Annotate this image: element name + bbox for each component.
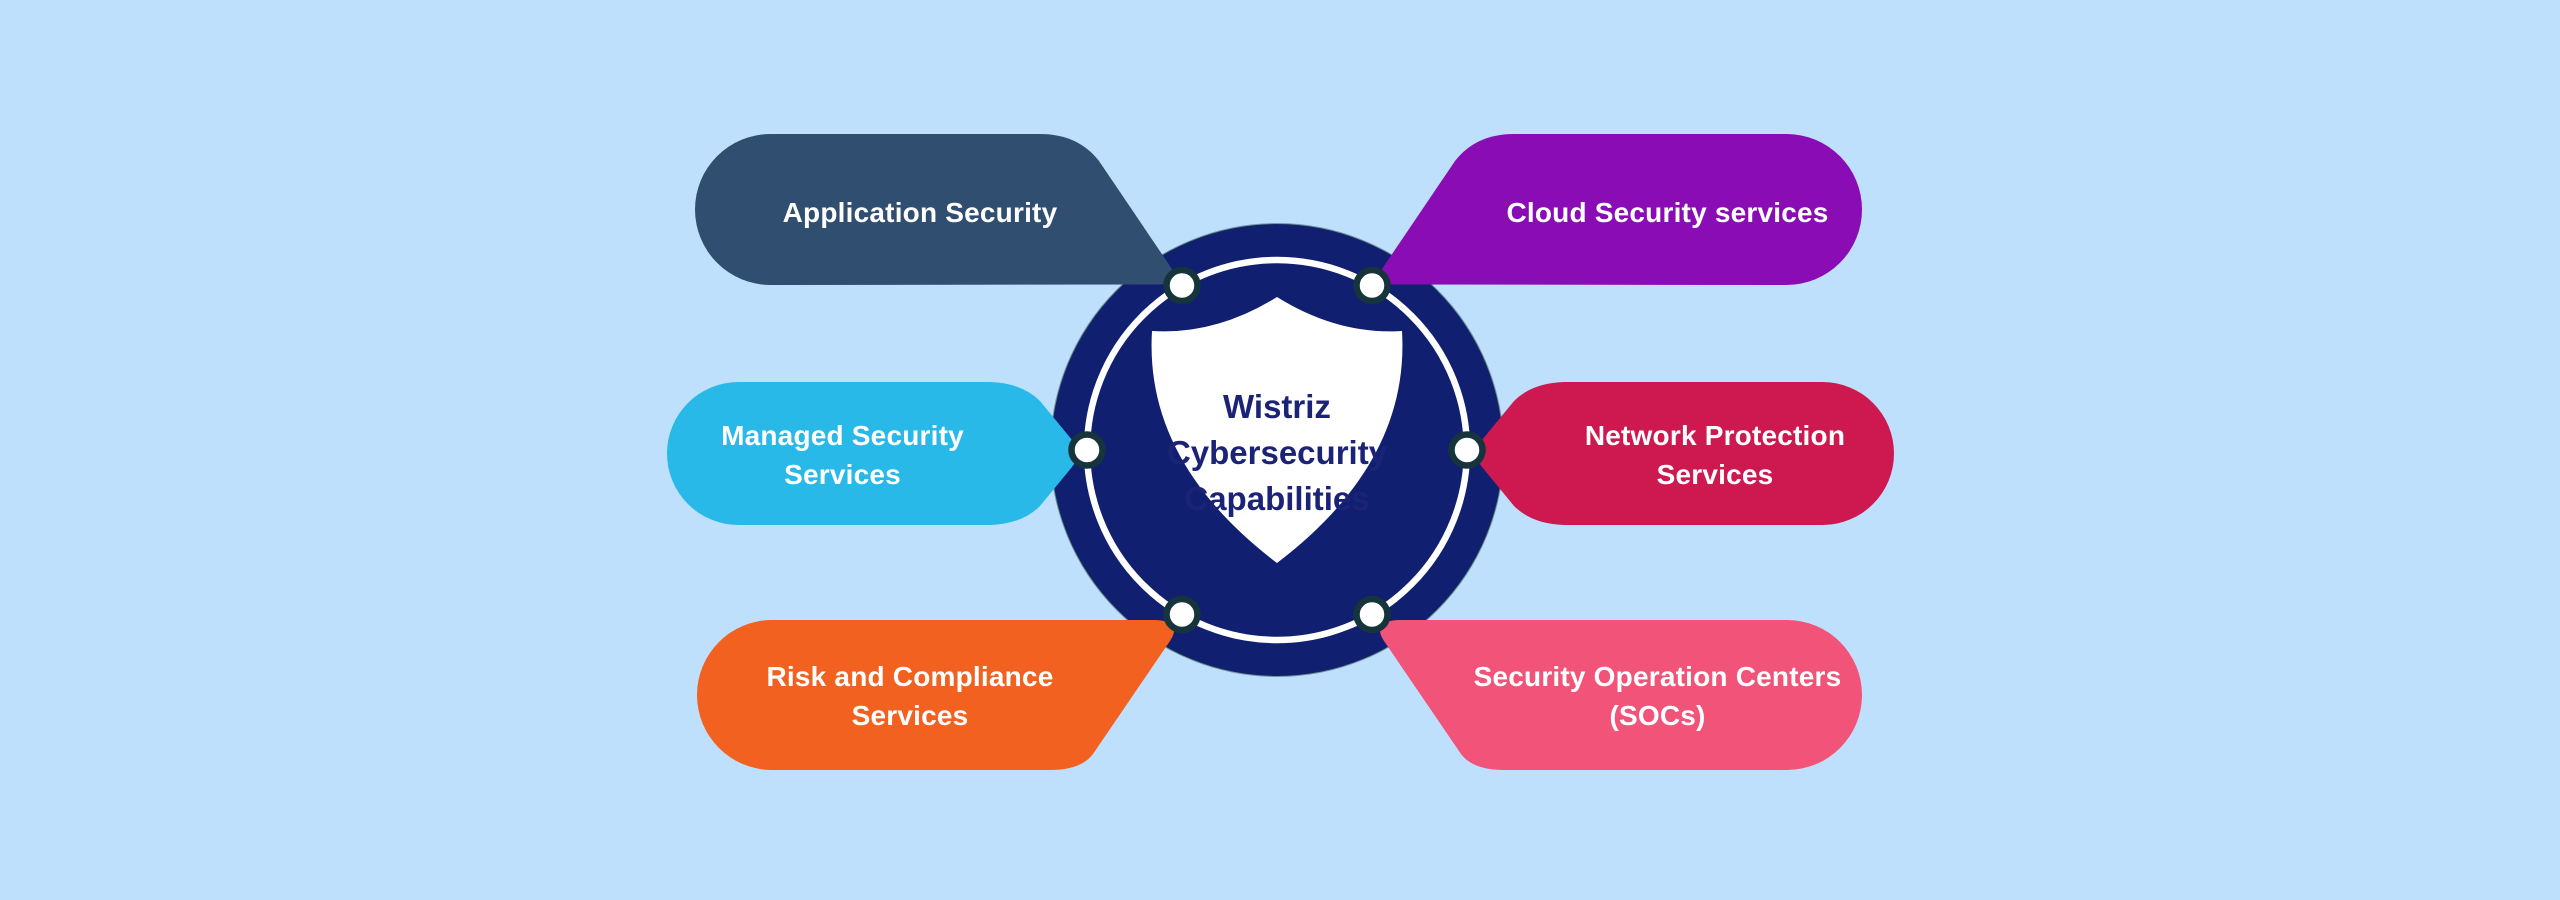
shield-icon xyxy=(1151,297,1403,563)
pill-cloud-security-services xyxy=(1380,134,1862,285)
pill-network-protection-services xyxy=(1476,382,1894,525)
connector-dot-top-left xyxy=(1163,266,1201,305)
connector-dot-left xyxy=(1068,431,1106,469)
connector-dot-top-right xyxy=(1353,266,1391,305)
pill-application-security xyxy=(695,134,1174,285)
pill-managed-security-services xyxy=(667,382,1078,525)
connector-dot-bottom-right xyxy=(1353,595,1391,634)
pill-security-operation-centers xyxy=(1379,620,1862,770)
pill-risk-and-compliance-services xyxy=(697,620,1175,770)
connector-dot-right xyxy=(1448,431,1486,469)
connector-dots xyxy=(1068,266,1486,634)
connector-dot-bottom-left xyxy=(1163,595,1201,634)
